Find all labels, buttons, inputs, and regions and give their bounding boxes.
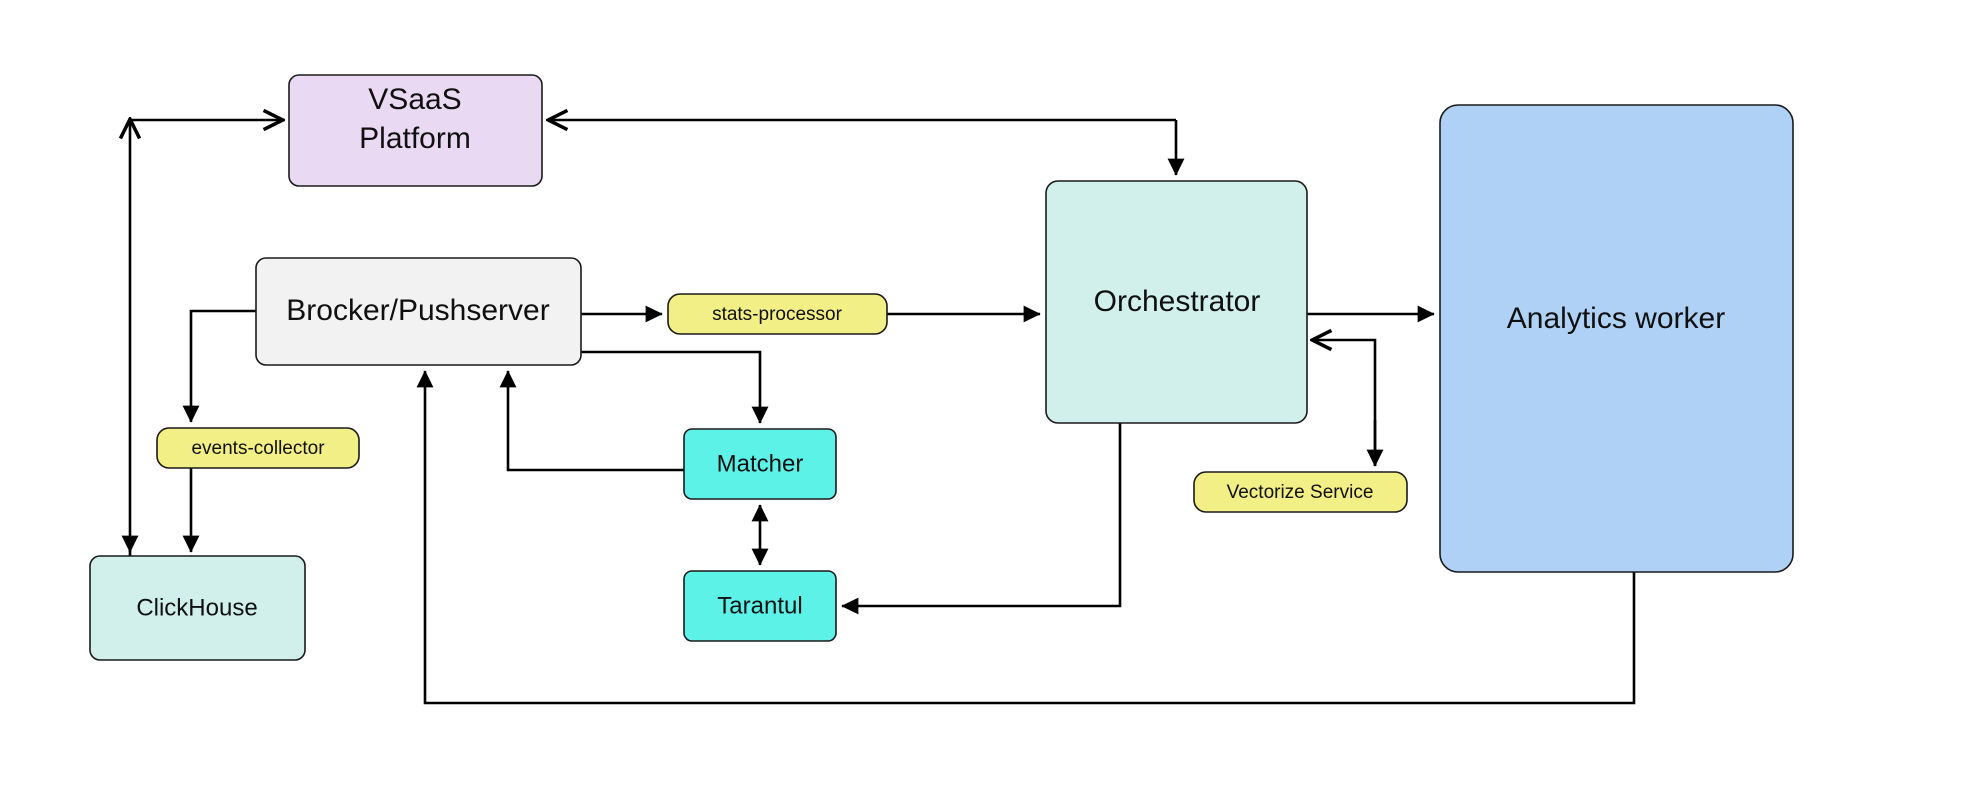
- edge-layer: [130, 120, 1636, 705]
- edge-orchestrator-to-tarantul: [841, 423, 1122, 615]
- vectorize-service-box[interactable]: [1193, 471, 1408, 513]
- edge-analytics-worker-to-brocker: [416, 370, 1636, 705]
- events-collector-label: events-collector: [191, 438, 325, 459]
- node-matcher[interactable]: Matcher: [683, 428, 837, 500]
- node-layer: VSaaS Platform Brocker/Pushserver stats-…: [89, 74, 1794, 661]
- tarantul-box[interactable]: [683, 570, 837, 642]
- clickhouse-box[interactable]: [89, 555, 306, 661]
- brocker-pushserver-box[interactable]: [255, 257, 582, 366]
- vsaas-platform-box[interactable]: [288, 74, 543, 187]
- matcher-label: Matcher: [717, 450, 804, 477]
- analytics-worker-box[interactable]: [1439, 104, 1794, 573]
- brocker-pushserver-label: Brocker/Pushserver: [286, 294, 549, 327]
- analytics-worker-label: Analytics worker: [1507, 302, 1725, 335]
- edge-brocker-to-events-collector: [182, 309, 256, 423]
- node-orchestrator[interactable]: Orchestrator: [1045, 180, 1308, 424]
- orchestrator-box[interactable]: [1045, 180, 1308, 424]
- vectorize-service-label: Vectorize Service: [1227, 482, 1374, 503]
- clickhouse-label: ClickHouse: [136, 594, 257, 621]
- edge-matcher-to-brocker: [499, 370, 684, 472]
- vsaas-platform-label-line1: VSaaS: [368, 83, 461, 116]
- edge-vectorize-rail-to-orchestrator: [1313, 340, 1377, 466]
- node-clickhouse[interactable]: ClickHouse: [89, 555, 306, 661]
- events-collector-box[interactable]: [156, 427, 360, 469]
- node-stats-processor[interactable]: stats-processor: [667, 293, 888, 335]
- edge-brocker-to-matcher: [581, 350, 769, 424]
- node-events-collector[interactable]: events-collector: [156, 427, 360, 469]
- stats-processor-box[interactable]: [667, 293, 888, 335]
- vsaas-platform-label-line2: Platform: [359, 122, 471, 155]
- node-brocker-pushserver[interactable]: Brocker/Pushserver: [255, 257, 582, 366]
- node-tarantul[interactable]: Tarantul: [683, 570, 837, 642]
- node-vectorize-service[interactable]: Vectorize Service: [1193, 471, 1408, 513]
- node-vsaas-platform[interactable]: VSaaS Platform: [288, 74, 543, 187]
- node-analytics-worker[interactable]: Analytics worker: [1439, 104, 1794, 573]
- tarantul-label: Tarantul: [717, 592, 802, 619]
- matcher-box[interactable]: [683, 428, 837, 500]
- stats-processor-label: stats-processor: [712, 304, 843, 325]
- orchestrator-label: Orchestrator: [1094, 285, 1261, 318]
